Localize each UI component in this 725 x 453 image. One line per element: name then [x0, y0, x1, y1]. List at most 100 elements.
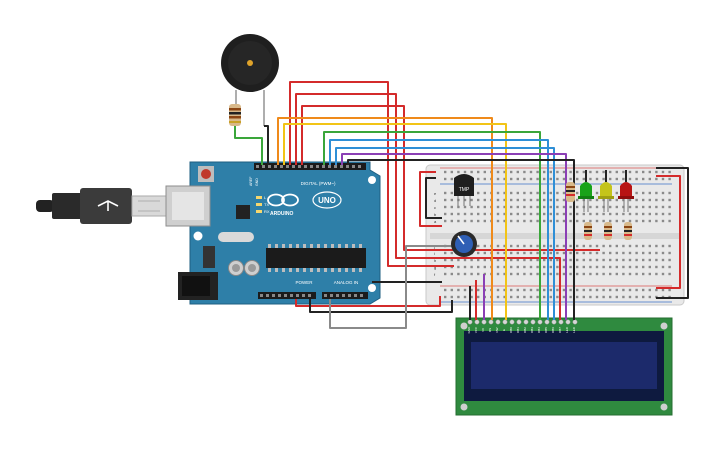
breadboard-hole [556, 295, 559, 299]
aref-label: AREF [249, 177, 253, 186]
breadboard-hole [648, 265, 651, 269]
breadboard-hole [589, 251, 592, 255]
lcd-pin [488, 319, 494, 325]
breadboard-hole [622, 251, 625, 255]
breadboard-hole [615, 244, 618, 248]
usb-cable [36, 188, 167, 224]
breadboard-hole [661, 219, 665, 223]
lcd-screen [471, 342, 657, 389]
breadboard-hole [523, 212, 526, 216]
breadboard-row-letter: g [434, 265, 436, 270]
breadboard-hole [602, 170, 605, 174]
breadboard-hole [477, 177, 480, 181]
breadboard-hole [463, 198, 467, 202]
atmega-chip [266, 248, 366, 268]
breadboard-hole [463, 212, 467, 216]
breadboard-hole [595, 177, 599, 181]
breadboard-hole [655, 170, 658, 174]
breadboard-hole [496, 170, 500, 174]
wire-purple [341, 153, 567, 320]
breadboard-hole [529, 272, 533, 276]
breadboard-hole [569, 272, 572, 276]
breadboard-hole [536, 191, 539, 195]
breadboard-hole [556, 258, 559, 262]
breadboard-hole [477, 265, 480, 269]
rx-label: RX [264, 209, 270, 214]
breadboard-hole [556, 191, 559, 195]
breadboard-hole [595, 244, 599, 248]
breadboard-hole [602, 177, 605, 181]
breadboard-hole [556, 170, 559, 174]
voltage-regulator [203, 246, 215, 268]
breadboard-hole [444, 191, 447, 195]
breadboard-hole [483, 251, 486, 255]
piezo-buzzer [221, 34, 279, 126]
wire-black [347, 159, 575, 320]
breadboard-hole [444, 251, 447, 255]
breadboard-hole [450, 251, 453, 255]
breadboard-hole [655, 205, 658, 209]
breadboard-hole [628, 212, 632, 216]
breadboard-hole [483, 219, 486, 223]
breadboard-hole [628, 251, 632, 255]
breadboard-hole [609, 205, 612, 209]
lcd-pin [467, 319, 473, 325]
breadboard-hole [516, 244, 519, 248]
breadboard-hole [529, 219, 533, 223]
breadboard-hole [483, 170, 486, 174]
breadboard-hole [503, 205, 506, 209]
breadboard-hole [635, 258, 638, 262]
breadboard-hole [595, 198, 599, 202]
breadboard-hole [602, 295, 605, 299]
breadboard-hole [562, 265, 566, 269]
breadboard-hole [463, 170, 467, 174]
arduino-brand: ARDUINO [270, 211, 293, 217]
breadboard-hole [483, 198, 486, 202]
breadboard-hole [529, 288, 533, 292]
breadboard-hole [615, 295, 618, 299]
breadboard-hole [463, 205, 467, 209]
breadboard-hole [536, 251, 539, 255]
breadboard-hole [648, 205, 651, 209]
breadboard-hole [582, 265, 585, 269]
breadboard-hole [602, 219, 605, 223]
breadboard-hole [444, 170, 447, 174]
breadboard-hole [582, 251, 585, 255]
breadboard-hole [477, 191, 480, 195]
breadboard-hole [569, 177, 572, 181]
breadboard-hole [536, 295, 539, 299]
breadboard-hole [595, 272, 599, 276]
breadboard-hole [655, 212, 658, 216]
breadboard-hole [543, 177, 546, 181]
lcd-pin-label: LED [565, 326, 569, 333]
breadboard-hole [562, 219, 566, 223]
breadboard-hole [516, 258, 519, 262]
breadboard-hole [602, 244, 605, 248]
led-red [618, 182, 634, 212]
breadboard-hole [536, 170, 539, 174]
breadboard-hole [569, 244, 572, 248]
breadboard-row-letter: a [434, 219, 437, 224]
l-label: L [264, 195, 267, 200]
breadboard-hole [622, 295, 625, 299]
arduino-logo: ARDUINO [267, 193, 299, 217]
breadboard-hole [556, 198, 559, 202]
breadboard-hole [477, 258, 480, 262]
breadboard-hole [589, 219, 592, 223]
wire-black [425, 177, 442, 219]
breadboard-hole [595, 219, 599, 223]
breadboard-hole [642, 198, 645, 202]
breadboard-hole [622, 177, 625, 181]
breadboard-hole [503, 272, 506, 276]
breadboard-hole [569, 258, 572, 262]
breadboard-hole [543, 258, 546, 262]
usb-chip [236, 205, 250, 219]
breadboard-hole [523, 265, 526, 269]
breadboard-hole [516, 205, 519, 209]
breadboard-hole [642, 258, 645, 262]
breadboard-hole [668, 258, 671, 262]
breadboard-hole [622, 272, 625, 276]
breadboard-hole [450, 170, 453, 174]
breadboard-hole [628, 177, 632, 181]
breadboard-hole [615, 177, 618, 181]
